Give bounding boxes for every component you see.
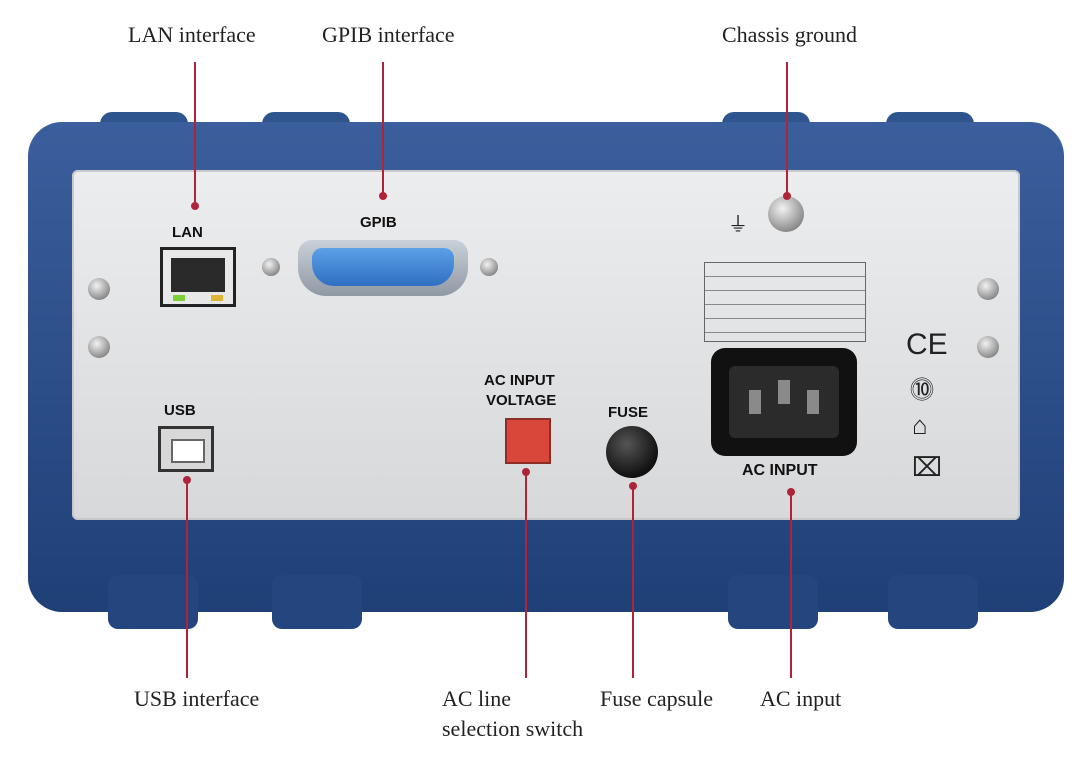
- panel-screw: [88, 278, 110, 300]
- ac-input-leader: [790, 492, 792, 678]
- lan-leader: [194, 62, 196, 204]
- gpib-interface-callout: GPIB interface: [322, 22, 455, 47]
- gpib-screw: [480, 258, 498, 276]
- gpib-leader-dot: [379, 192, 387, 200]
- fuse-capsule-callout: Fuse capsule: [600, 686, 714, 711]
- panel-screw: [977, 336, 999, 358]
- rear-panel: [72, 170, 1020, 520]
- weee-bin-icon: ⌧: [912, 452, 942, 482]
- indoor-use-icon: ⌂: [912, 410, 928, 440]
- gpib-leader: [382, 62, 384, 194]
- chassis-ground-screw[interactable]: [768, 196, 804, 232]
- fuse-leader: [632, 486, 634, 678]
- ac-input-voltage-label-line2: VOLTAGE: [486, 392, 557, 409]
- chassis-foot: [728, 575, 818, 629]
- chassis-foot: [888, 575, 978, 629]
- fuse-leader-dot: [629, 482, 637, 490]
- chassis-foot: [272, 575, 362, 629]
- ground-symbol-icon: ⏚: [728, 214, 748, 236]
- ac-line-switch-callout-line2: selection switch: [442, 716, 584, 741]
- panel-screw: [977, 278, 999, 300]
- lan-label: LAN: [172, 224, 203, 241]
- gpib-label: GPIB: [360, 214, 397, 231]
- gpib-connector[interactable]: [298, 240, 468, 296]
- ac-input-callout: AC input: [760, 686, 842, 711]
- rating-plate: [704, 262, 866, 342]
- chassis-leader-dot: [783, 192, 791, 200]
- ac-line-leader-dot: [522, 468, 530, 476]
- ac-input-leader-dot: [787, 488, 795, 496]
- fuse-holder[interactable]: [606, 426, 658, 478]
- gpib-screw: [262, 258, 280, 276]
- chassis-ground-callout: Chassis ground: [722, 22, 858, 47]
- ac-line-selection-switch[interactable]: [505, 418, 551, 464]
- usb-interface-callout: USB interface: [134, 686, 260, 711]
- lan-leader-dot: [191, 202, 199, 210]
- usb-leader: [186, 480, 188, 678]
- recycle-10-icon: ⓾: [910, 377, 934, 404]
- usb-label: USB: [164, 402, 196, 419]
- panel-screw: [88, 336, 110, 358]
- ac-input-voltage-label-line1: AC INPUT: [484, 372, 555, 389]
- fuse-label: FUSE: [608, 404, 649, 421]
- ac-power-inlet[interactable]: [711, 348, 857, 456]
- lan-port[interactable]: [160, 247, 236, 307]
- ac-input-label: AC INPUT: [742, 462, 818, 479]
- chassis-foot: [108, 575, 198, 629]
- ac-line-leader: [525, 472, 527, 678]
- lan-interface-callout: LAN interface: [128, 22, 256, 47]
- ac-line-switch-callout-line1: AC line: [442, 686, 512, 711]
- ce-mark: CE: [906, 328, 948, 361]
- chassis-leader: [786, 62, 788, 194]
- usb-leader-dot: [183, 476, 191, 484]
- usb-port[interactable]: [158, 426, 214, 472]
